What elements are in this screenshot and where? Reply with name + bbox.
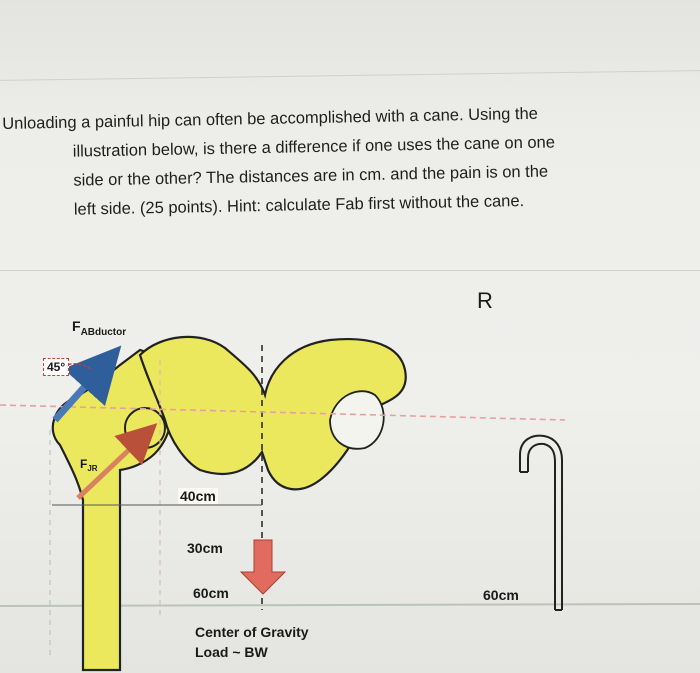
divider-rule <box>0 270 700 271</box>
abductor-force-label: FABductor <box>72 318 126 338</box>
abductor-force-arrow <box>52 345 122 423</box>
gravity-arrow <box>239 539 287 595</box>
distance-30cm: 30cm <box>187 540 223 556</box>
abductor-label-sub: ABductor <box>80 327 127 338</box>
hip-axis-dashed <box>0 404 566 421</box>
side-label-r: R <box>477 288 493 313</box>
center-of-gravity-label: Center of Gravity Load ~ BW <box>195 622 309 662</box>
distance-60cm-right: 60cm <box>483 587 519 603</box>
joint-reaction-arrow <box>76 423 158 500</box>
jr-label-main: F <box>80 457 88 471</box>
cog-line-1: Center of Gravity <box>195 624 309 640</box>
abductor-label-main: F <box>72 318 81 334</box>
femoral-head <box>124 407 166 449</box>
distance-40cm: 40cm <box>178 488 218 504</box>
cane-outline-inner <box>527 442 556 610</box>
right-acetabulum <box>329 390 385 450</box>
angle-label: 45° <box>43 358 70 376</box>
cane-outline-outer <box>519 434 563 610</box>
angle-arc <box>51 363 93 376</box>
distance-60cm-left: 60cm <box>193 585 229 601</box>
jr-label-sub: JR <box>87 464 98 473</box>
cog-line-2: Load ~ BW <box>195 644 268 660</box>
joint-reaction-label: FJR <box>80 457 98 473</box>
